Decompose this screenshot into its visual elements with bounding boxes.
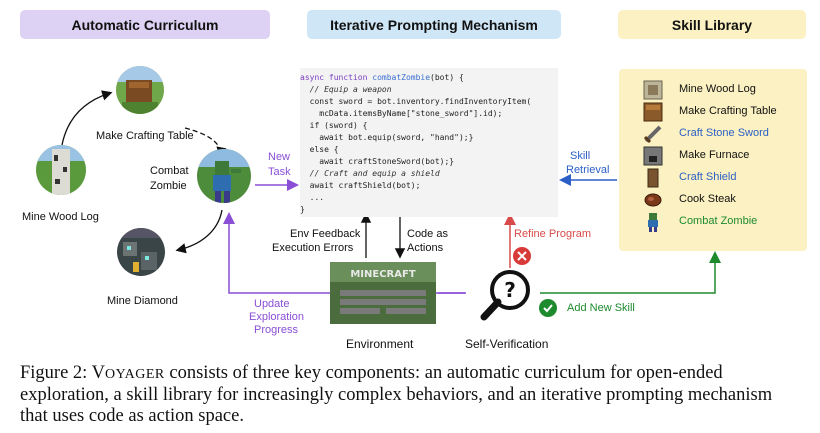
steak-icon — [643, 190, 663, 210]
svg-text:?: ? — [504, 278, 516, 302]
update-progress-label-line1: Update — [254, 298, 290, 310]
caption-line-3: that uses code as action space. — [20, 406, 244, 426]
code-line: await craftShield(bot); — [300, 181, 421, 190]
arrow-add-new-skill — [540, 251, 721, 294]
furnace-icon — [643, 146, 663, 166]
make-crafting-table-label: Make Crafting Table — [96, 130, 194, 142]
combat-zombie-label-line2: Zombie — [150, 180, 187, 192]
make-crafting-table-image — [116, 66, 164, 114]
stone-sword-icon — [643, 124, 663, 144]
arrow-combat-to-diamond — [175, 209, 223, 254]
zombie-icon — [643, 212, 663, 232]
library-item-0: Mine Wood Log — [679, 83, 756, 95]
code-as-actions-label-line2: Actions — [407, 242, 444, 254]
combat-zombie-image — [197, 149, 251, 203]
add-new-skill-label: Add New Skill — [567, 302, 635, 314]
code-as-actions-label-line1: Code as — [407, 228, 448, 240]
wood-log-icon — [643, 80, 663, 100]
code-line: const sword = bot.inventory.findInventor… — [300, 97, 532, 106]
crafting-table-icon — [643, 102, 663, 122]
code-line: else { — [300, 145, 339, 154]
mine-diamond-label: Mine Diamond — [107, 295, 178, 307]
skill-library-title: Skill Library — [671, 16, 753, 33]
code-line: mcData.itemsByName["stone_sword"].id); — [300, 109, 503, 118]
code-line: await bot.equip(sword, "hand");} — [300, 133, 474, 142]
library-item-1: Make Crafting Table — [679, 105, 777, 117]
magnifier-question-icon: ? — [480, 270, 530, 321]
automatic-curriculum-title: Automatic Curriculum — [71, 16, 219, 33]
automatic-curriculum-header: Automatic Curriculum — [20, 10, 270, 39]
arrow-wood-to-table — [61, 90, 113, 146]
minecraft-logo: MINECRAFT — [350, 269, 415, 280]
mine-wood-log-label: Mine Wood Log — [22, 211, 99, 223]
library-item-6: Combat Zombie — [679, 215, 758, 227]
update-progress-label-line2: Exploration — [249, 311, 305, 323]
update-progress-label-line3: Progress — [254, 324, 299, 336]
skill-library-panel: Mine Wood Log Make Crafting Table Craft … — [619, 69, 807, 251]
code-line: // Equip a weapon — [300, 85, 392, 94]
env-feedback-label-line1: Env Feedback — [290, 228, 361, 240]
library-item-2: Craft Stone Sword — [679, 127, 769, 139]
combat-zombie-label-line1: Combat — [150, 165, 189, 177]
minecraft-screenshot: MINECRAFT — [330, 262, 436, 324]
library-item-3: Make Furnace — [679, 149, 750, 161]
figure-caption: Figure 2: VOYAGER consists of three key … — [20, 363, 810, 427]
code-line: async function combatZombie(bot) { — [300, 73, 464, 82]
mine-diamond-image — [117, 228, 165, 276]
code-line: ... — [300, 193, 325, 202]
self-verification-label: Self-Verification — [465, 337, 549, 351]
code-line: if (sword) { — [300, 121, 368, 130]
refine-program-label: Refine Program — [514, 228, 592, 240]
shield-icon — [643, 168, 663, 188]
new-task-label-line2: Task — [268, 166, 291, 178]
caption-line-2: exploration, a skill library for increas… — [20, 385, 773, 405]
skill-library-header: Skill Library — [618, 10, 806, 39]
code-block: async function combatZombie(bot) { // Eq… — [300, 68, 558, 217]
library-item-5: Cook Steak — [679, 193, 736, 205]
mine-wood-log-image — [36, 145, 86, 195]
check-icon — [539, 299, 557, 317]
caption-line-1: Figure 2: VOYAGER consists of three key … — [20, 363, 723, 383]
code-line: // Craft and equip a shield — [300, 169, 440, 178]
skill-retrieval-label-line2: Retrieval — [566, 164, 610, 176]
env-feedback-label-line2: Execution Errors — [272, 242, 354, 254]
code-line-0-text: (bot) { — [430, 73, 464, 82]
iterative-prompting-header: Iterative Prompting Mechanism — [307, 10, 561, 39]
environment-label: Environment — [346, 337, 414, 351]
new-task-label-line1: New — [268, 151, 291, 163]
skill-retrieval-label-line1: Skill — [570, 150, 591, 162]
reject-x-icon — [513, 247, 531, 265]
code-line: await craftStoneSword(bot);} — [300, 157, 455, 166]
code-line: } — [300, 205, 305, 214]
library-item-4: Craft Shield — [679, 171, 737, 183]
iterative-prompting-title: Iterative Prompting Mechanism — [330, 16, 538, 33]
